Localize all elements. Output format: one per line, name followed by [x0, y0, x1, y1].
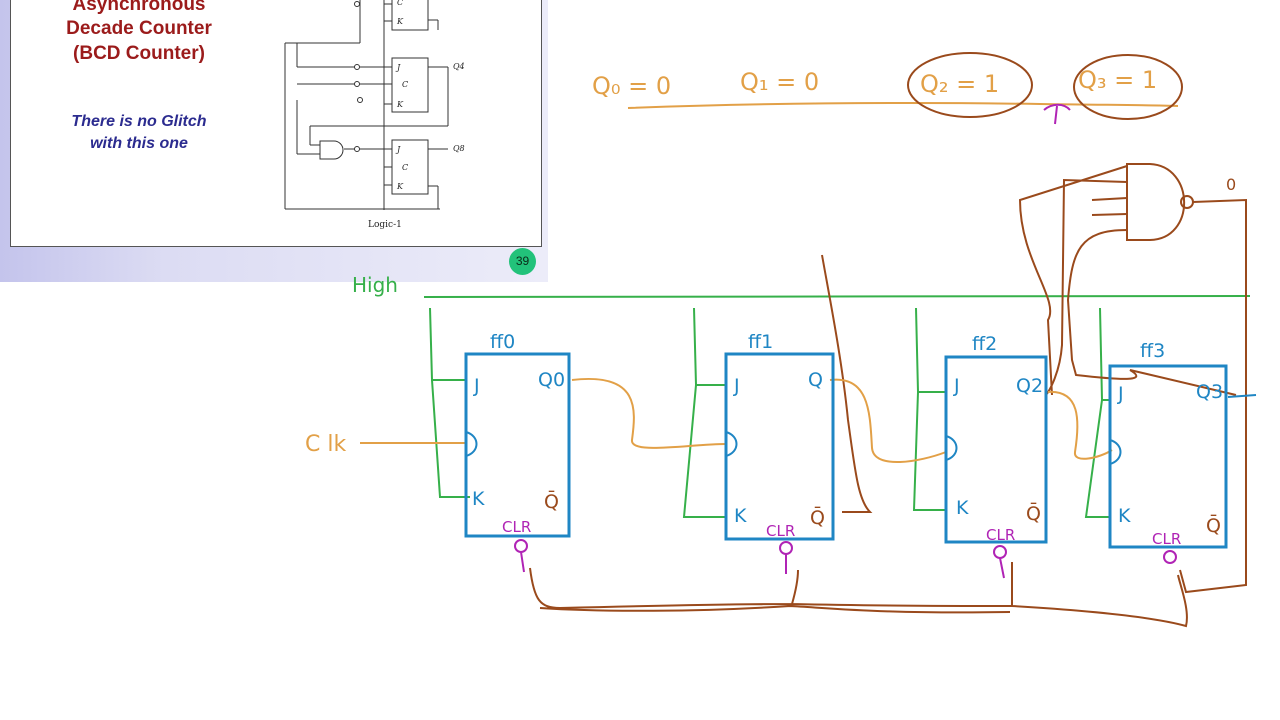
q-state-2: Q₂ = 1: [920, 70, 999, 98]
q2-circle: [907, 52, 1033, 118]
pin-label-k: K: [396, 17, 404, 26]
pin-label-c: C: [402, 80, 408, 89]
ff0-j-pin: J: [473, 375, 480, 397]
slide-note-line-2: with this one: [90, 135, 188, 152]
pin-label-j: J: [395, 145, 401, 154]
slide-card: Asynchronous Decade Counter (BCD Counter…: [10, 0, 542, 247]
ff2-k-pin: K: [956, 497, 969, 519]
ff2-box: [944, 355, 1048, 544]
ff0-box: [464, 352, 571, 538]
pin-label-k: K: [396, 100, 404, 109]
ff1-clr-bubble: [779, 541, 793, 555]
output-label-q8: Q8: [453, 144, 465, 153]
pin-label-j: J: [395, 63, 401, 72]
slide-note-line-1: There is no Glitch: [71, 113, 207, 130]
ff3-clr-bubble: [1163, 550, 1177, 564]
pin-label-c: C: [402, 163, 408, 172]
page-number-badge: 39: [509, 248, 536, 275]
ff1-j-pin: J: [733, 375, 740, 397]
ff2-name: ff2: [972, 333, 997, 355]
ff0-clr-bubble: [514, 539, 528, 553]
ff3-qbar-pin: Q̄: [1206, 513, 1221, 537]
ff0-clr-label: CLR: [502, 518, 531, 536]
ff2-clr-label: CLR: [986, 526, 1015, 544]
ff2-q-pin: Q2: [1016, 375, 1043, 397]
ff3-clr-label: CLR: [1152, 530, 1181, 548]
clk-label: C lk: [305, 432, 346, 457]
ff1-clr-label: CLR: [766, 522, 795, 540]
ff0-q-pin: Q0: [538, 369, 565, 391]
ff0-name: ff0: [490, 331, 515, 353]
q-state-0: Q₀ = 0: [592, 72, 671, 100]
nand-gate: [1126, 163, 1185, 241]
ff3-name: ff3: [1140, 340, 1165, 362]
ff1-name: ff1: [748, 331, 773, 353]
output-label-q4: Q4: [453, 62, 465, 71]
ff2-clr-bubble: [993, 545, 1007, 559]
ff2-qbar-pin: Q̄: [1026, 501, 1041, 525]
ff0-k-pin: K: [472, 488, 485, 510]
ff3-k-pin: K: [1118, 505, 1131, 527]
pin-label-k: K: [396, 182, 404, 191]
ff1-k-pin: K: [734, 505, 747, 527]
ff1-qbar-pin: Q̄: [810, 505, 825, 529]
slide-schematic: C K J C K J C K Q4 Q8 Logic-1: [284, 0, 465, 230]
nand-output-label: 0: [1226, 175, 1236, 194]
slide-title-line-1: Asynchronous: [72, 0, 206, 15]
q-state-1: Q₁ = 0: [740, 68, 819, 96]
q3-circle: [1073, 54, 1183, 120]
ff1-q-pin: Q: [808, 369, 823, 391]
pin-label-c: C: [397, 0, 403, 7]
ff2-j-pin: J: [953, 375, 960, 397]
high-label: High: [352, 273, 398, 297]
nand-bubble: [1180, 195, 1194, 209]
slide-title-line-3: (BCD Counter): [73, 43, 205, 64]
slide-title-line-2: Decade Counter: [66, 18, 212, 39]
slide-panel: Asynchronous Decade Counter (BCD Counter…: [0, 0, 548, 282]
ff0-qbar-pin: Q̄: [544, 489, 559, 513]
ff1-box: [724, 352, 835, 541]
ff3-j-pin: J: [1117, 383, 1124, 405]
q-state-3: Q₃ = 1: [1078, 66, 1157, 94]
ff3-box: [1108, 364, 1228, 549]
logic-1-label: Logic-1: [368, 220, 402, 230]
ff3-q-pin: Q3: [1196, 381, 1223, 403]
